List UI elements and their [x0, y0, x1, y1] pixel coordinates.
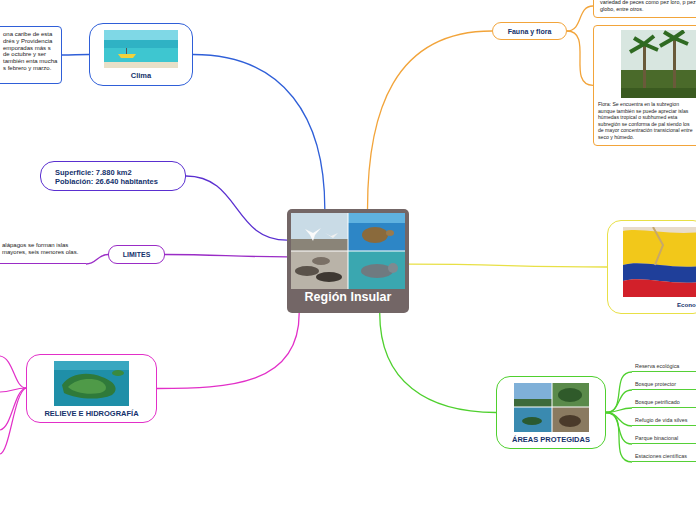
node-text: Parque binacional	[635, 434, 696, 442]
branch-connector	[409, 264, 607, 267]
topic-box: Superficie: 7.880 km2Población: 26.640 h…	[40, 161, 186, 191]
branch-connector	[193, 55, 325, 210]
node-text: LIMITES	[117, 250, 156, 259]
subtopic: Refugio de vida silves	[632, 416, 696, 426]
node-text: Econo	[677, 300, 696, 309]
note-text: alápagos se forman islas mayores, seis m…	[0, 240, 86, 264]
subtopic: Reserva ecológica	[632, 362, 696, 372]
node-text: Flora: Se encuentra en la subregion aunq…	[598, 101, 694, 141]
node-text: Bosque protector	[635, 380, 696, 388]
topic-box: RELIEVE E HIDROGRAFÍA	[26, 354, 157, 423]
palm-photo	[621, 30, 696, 98]
branch-connector	[186, 176, 287, 240]
central-topic: Región Insular	[287, 209, 409, 313]
topic-box: ÁREAS PROTEGIDAS	[496, 376, 606, 449]
topic-box: Clima	[89, 23, 193, 86]
branch-connector	[165, 255, 287, 257]
beach-photo	[104, 30, 178, 68]
branch-connector	[606, 408, 632, 413]
branch-line	[0, 356, 26, 388]
node-text: Fauna y flora	[501, 27, 558, 36]
node-text: Clima	[94, 71, 188, 80]
branch-connector	[567, 31, 593, 85]
node-text: ÁREAS PROTEGIDAS	[501, 435, 601, 444]
flag-photo	[623, 227, 696, 297]
protected-area-photo	[514, 383, 589, 432]
note-box: ona caribe de esta drés y Providencia em…	[0, 26, 62, 84]
node-text: Refugio de vida silves	[635, 416, 696, 424]
node-text: RELIEVE E HIDROGRAFÍA	[31, 409, 152, 418]
node-text: alápagos se forman islas mayores, seis m…	[2, 242, 84, 256]
node-text: variedad de peces como pez loro, p pez g…	[600, 0, 696, 13]
branch-line	[0, 388, 26, 454]
branch-connector	[380, 313, 496, 413]
node-text: Bosque petrificado	[635, 398, 696, 406]
subtopic: Bosque protector	[632, 380, 696, 390]
branch-connector	[368, 31, 492, 209]
note-box: variedad de peces como pez loro, p pez g…	[593, 0, 696, 18]
subtopic: Estaciones científicas	[632, 452, 696, 462]
branch-connector	[62, 54, 89, 56]
branch-connector	[157, 313, 299, 389]
note-box: Flora: Se encuentra en la subregion aunq…	[593, 25, 696, 146]
node-text: ona caribe de esta drés y Providencia em…	[3, 31, 58, 72]
branch-connector	[606, 413, 632, 463]
subtopic: Bosque petrificado	[632, 398, 696, 408]
node-text: Población: 26.640 habitantes	[55, 177, 177, 186]
branch-connector	[567, 6, 593, 31]
node-text: Superficie: 7.880 km2	[55, 168, 177, 177]
node-text: Estaciones científicas	[635, 452, 696, 460]
branch-connector	[86, 255, 108, 265]
topic-pill: LIMITES	[108, 245, 165, 264]
topic-pill: Fauna y flora	[492, 22, 567, 40]
island-photo	[54, 361, 129, 406]
branch-connector	[606, 390, 632, 413]
branch-line	[0, 388, 26, 430]
node-text: Región Insular	[291, 289, 405, 305]
branch-connector	[606, 372, 632, 413]
photo-collage	[291, 213, 405, 289]
subtopic: Parque binacional	[632, 434, 696, 444]
topic-box: Econo	[607, 220, 696, 314]
node-text: Reserva ecológica	[635, 362, 696, 370]
branch-connector	[606, 413, 632, 427]
